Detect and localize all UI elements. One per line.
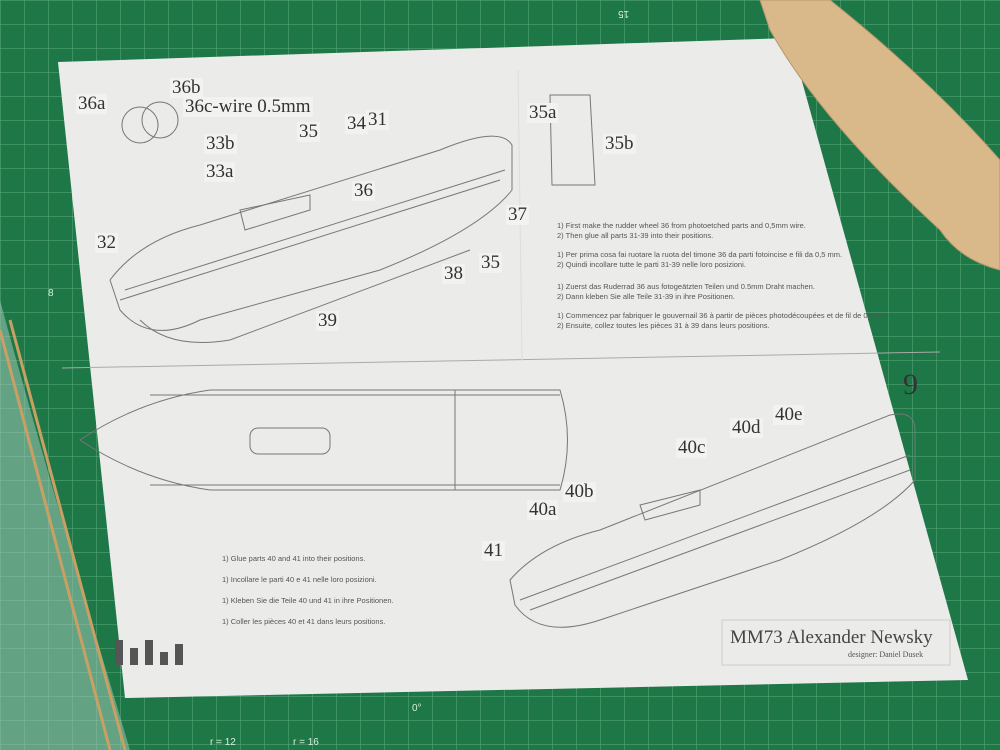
mat-label-r16: r = 16 bbox=[293, 737, 319, 748]
title-box bbox=[721, 619, 951, 666]
model-title: MM73 Alexander Newsky bbox=[730, 627, 933, 648]
label-33a: 33a bbox=[204, 161, 236, 182]
instruction-sheet bbox=[58, 38, 968, 698]
instruction-line: 1) Incollare le parti 40 e 41 nelle loro… bbox=[222, 575, 377, 584]
label-38: 38 bbox=[442, 263, 465, 284]
instruction-line: 2) Ensuite, collez toutes les pièces 31 … bbox=[557, 321, 770, 330]
label-31: 31 bbox=[366, 109, 389, 130]
wooden-sticks bbox=[0, 319, 127, 750]
label-36: 36 bbox=[352, 180, 375, 201]
instruction-line: 1) Per prima cosa fai ruotare la ruota d… bbox=[557, 250, 843, 259]
label-36b: 36b bbox=[170, 77, 203, 98]
label-36c: 36c-wire 0.5mm bbox=[183, 96, 313, 117]
mat-label-8: 8 bbox=[48, 288, 54, 299]
designer-credit: designer: Daniel Dusek bbox=[848, 650, 924, 659]
label-40b: 40b bbox=[563, 481, 596, 502]
ship-drawing-top bbox=[109, 101, 513, 343]
page-number: 9 bbox=[903, 368, 918, 401]
ship-drawing-bottom bbox=[509, 413, 916, 628]
mat-label-0deg: 0° bbox=[412, 703, 422, 714]
ship-plan-view bbox=[79, 389, 568, 491]
instruction-line: 1) Glue parts 40 and 41 into their posit… bbox=[222, 554, 366, 563]
instruction-line: 2) Dann kleben Sie alle Teile 31-39 in i… bbox=[557, 292, 735, 301]
label-40a: 40a bbox=[527, 499, 559, 520]
instruction-line: 1) Zuerst das Ruderrad 36 aus fotogeätzt… bbox=[557, 282, 815, 291]
instruction-line: 1) Coller les pièces 40 et 41 dans leurs… bbox=[222, 617, 386, 626]
instruction-line: 2) Then glue all parts 31-39 into their … bbox=[557, 231, 714, 240]
label-35: 35 bbox=[297, 121, 320, 142]
label-39: 39 bbox=[316, 310, 339, 331]
mat-label-r12: r = 12 bbox=[210, 737, 236, 748]
part-35-drawing bbox=[549, 94, 596, 186]
label-40c: 40c bbox=[676, 437, 708, 458]
instruction-line: 1) First make the rudder wheel 36 from p… bbox=[557, 221, 806, 230]
label-32: 32 bbox=[95, 232, 118, 253]
label-40d: 40d bbox=[730, 417, 763, 438]
label-34: 34 bbox=[345, 113, 368, 134]
label-35b: 35b bbox=[603, 133, 636, 154]
label-41: 41 bbox=[482, 540, 505, 561]
label-40e: 40e bbox=[773, 404, 805, 425]
wooden-hull bbox=[759, 0, 1000, 271]
section-divider bbox=[61, 351, 941, 369]
instruction-line: 1) Commencez par fabriquer le gouvernail… bbox=[557, 311, 891, 320]
publisher-logo bbox=[115, 640, 183, 665]
label-35-right: 35 bbox=[479, 252, 502, 273]
instruction-line: 1) Kleben Sie die Teile 40 und 41 in ihr… bbox=[222, 596, 394, 605]
instruction-line: 2) Quindi incollare tutte le parti 31-39… bbox=[557, 260, 746, 269]
label-33b: 33b bbox=[204, 133, 237, 154]
mat-label-15: 15 bbox=[618, 8, 630, 19]
label-35a: 35a bbox=[527, 102, 559, 123]
plastic-container bbox=[0, 300, 130, 750]
label-36a: 36a bbox=[76, 93, 108, 114]
label-37: 37 bbox=[506, 204, 529, 225]
